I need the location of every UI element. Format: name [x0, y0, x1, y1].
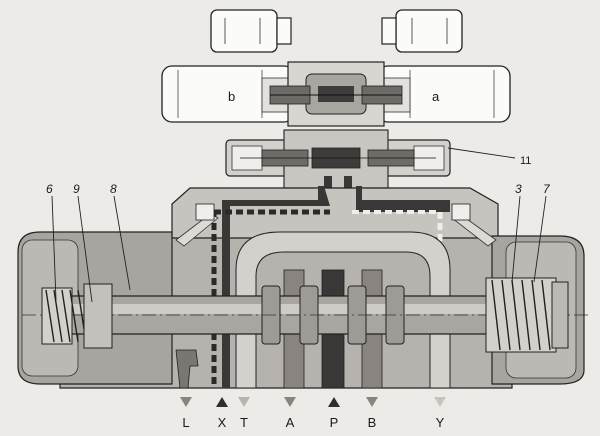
- right-spring-pack: [485, 277, 569, 353]
- port-X: X: [216, 397, 228, 430]
- callout-9: 9: [73, 182, 80, 196]
- solenoid-b: [161, 65, 295, 123]
- solenoid-a-label: a: [432, 89, 440, 104]
- callout-7: 7: [543, 182, 551, 196]
- pilot-valve: [225, 129, 451, 194]
- port-L: L: [180, 397, 192, 430]
- port-X-label: X: [218, 415, 227, 430]
- port-P-arrow: [328, 397, 340, 407]
- port-A-arrow: [284, 397, 296, 407]
- callout-11: 11: [520, 155, 531, 167]
- callout-leader-11: [447, 147, 516, 159]
- left-connector-plug: [210, 9, 292, 53]
- port-B-label: B: [368, 415, 377, 430]
- port-B-arrow: [366, 397, 378, 407]
- port-Y: Y: [434, 397, 446, 430]
- port-T-label: T: [240, 415, 248, 430]
- port-P-label: P: [330, 415, 339, 430]
- left-spring-pack: [41, 283, 113, 349]
- callout-leaders: [51, 195, 547, 303]
- right-connector-plug: [381, 9, 463, 53]
- port-A-label: A: [286, 415, 295, 430]
- port-B: B: [366, 397, 378, 430]
- callout-3: 3: [515, 182, 522, 196]
- callout-6: 6: [46, 182, 53, 196]
- callout-8: 8: [110, 182, 117, 196]
- port-P: P: [328, 397, 340, 430]
- main-spool: [22, 285, 590, 345]
- solenoid-b-label: b: [228, 89, 235, 104]
- solenoid-center-housing: [269, 61, 403, 127]
- port-T-arrow: [238, 397, 250, 407]
- port-Y-label: Y: [436, 415, 445, 430]
- port-T: T: [238, 397, 250, 430]
- port-L-label: L: [182, 415, 189, 430]
- port-X-arrow: [216, 397, 228, 407]
- port-Y-arrow: [434, 397, 446, 407]
- port-A: A: [284, 397, 296, 430]
- port-L-arrow: [180, 397, 192, 407]
